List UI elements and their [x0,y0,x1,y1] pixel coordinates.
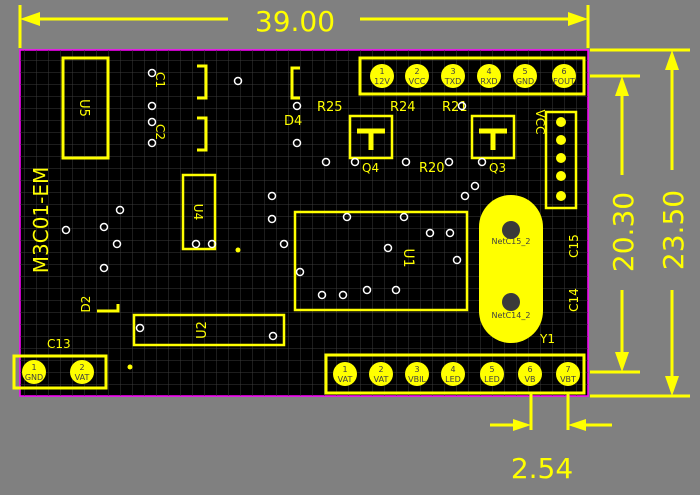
c15-label: C15 [567,234,581,258]
svg-text:1: 1 [379,67,384,76]
svg-text:6: 6 [527,365,532,374]
crystal-net-2: NetC14_2 [492,311,531,320]
svg-text:7: 7 [565,365,570,374]
svg-text:2: 2 [79,363,84,372]
vcc-header-outline [544,110,578,210]
u5-label: U5 [76,99,91,117]
svg-text:5: 5 [489,365,494,374]
dimension-height-outer [590,48,690,398]
vcc-label: VCC [533,110,547,135]
dimension-width-label: 39.00 [255,5,335,38]
svg-text:LED: LED [445,375,461,384]
d4-label: D4 [284,114,302,129]
q4-tab [357,128,385,150]
svg-text:2: 2 [414,67,419,76]
svg-text:VBT: VBT [560,375,576,384]
svg-text:6: 6 [561,67,566,76]
r25-label: R25 [317,100,343,115]
u1-label: U1 [400,248,416,267]
via-markers [61,68,487,341]
left-header-pins: 1 GND 2 VAT [22,360,94,384]
svg-text:RXD: RXD [480,77,497,86]
svg-text:12V: 12V [374,77,390,86]
y1-label: Y1 [539,332,555,346]
dimension-height-inner-label: 20.30 [607,192,640,272]
svg-text:4: 4 [450,365,455,374]
bottom-header-pin: 1 VAT [333,362,357,386]
q3-label: Q3 [489,161,506,175]
bottom-header-pin: 5 LED [480,362,504,386]
svg-text:VAT: VAT [338,375,353,384]
svg-text:GND: GND [516,77,534,86]
c2-label: C2 [153,124,167,140]
svg-text:VBIL: VBIL [408,375,426,384]
svg-text:1: 1 [31,363,36,372]
c1-c2-polarity-marks [197,64,300,152]
d2-mark [97,304,120,313]
svg-text:VAT: VAT [75,373,90,382]
left-header-pin: 1 GND [22,360,46,384]
u4-label: U4 [191,204,205,220]
bottom-header-pin: 4 LED [441,362,465,386]
bottom-header-pins: 1 VAT 2 VAT 3 VBIL 4 LED 5 LED 6 VB [333,362,580,386]
svg-text:LED: LED [484,375,500,384]
u2-outline [132,313,286,347]
c13-label: C13 [47,337,71,351]
svg-text:FOUT: FOUT [553,77,575,86]
q4-label: Q4 [362,161,379,175]
left-header-pin: 2 VAT [70,360,94,384]
svg-text:1: 1 [342,365,347,374]
dimension-width [18,5,590,48]
top-header-pin: 6 FOUT [552,64,576,88]
top-header-pin: 1 12V [370,64,394,88]
left-header-outline [12,354,108,390]
bottom-header-outline [324,353,586,395]
dimension-pitch-label: 2.54 [511,452,573,485]
top-header-pin: 5 GND [513,64,537,88]
crystal-body [479,195,543,343]
board-name-label: M3C01-EM [29,167,53,274]
svg-text:VCC: VCC [409,77,426,86]
r24-label: R24 [390,100,416,115]
vcc-header-pads [556,117,566,201]
top-header-outline [358,56,586,96]
d2-label: D2 [79,296,93,313]
dimension-height-inner [590,74,640,374]
svg-text:3: 3 [414,365,419,374]
top-header-pin: 2 VCC [405,64,429,88]
c1-label: C1 [153,72,167,88]
q3-tab [479,128,507,150]
svg-text:4: 4 [486,67,491,76]
r21-label: R21 [442,100,468,115]
q3-outline [470,114,516,160]
q4-outline [348,114,394,160]
dimension-height-outer-label: 23.50 [657,190,690,270]
svg-text:5: 5 [522,67,527,76]
bottom-header-pin: 3 VBIL [405,362,429,386]
svg-text:2: 2 [378,365,383,374]
svg-text:GND: GND [25,373,43,382]
bottom-header-pin: 2 VAT [369,362,393,386]
svg-text:VAT: VAT [374,375,389,384]
svg-text:3: 3 [450,67,455,76]
dimension-pitch [490,392,612,431]
u2-label: U2 [195,321,210,339]
bottom-header-pin: 7 VBT [556,362,580,386]
crystal-net-1: NetC15_2 [492,237,531,246]
bottom-header-pin: 6 VB [518,362,542,386]
svg-text:TXD: TXD [444,77,462,86]
u5-outline [61,56,110,160]
u1-outline [293,210,469,312]
top-header-pin: 4 RXD [477,64,501,88]
r20-label: R20 [419,161,445,176]
svg-text:VB: VB [525,375,536,384]
top-header-pin: 3 TXD [441,64,465,88]
solder-dots [127,247,241,370]
top-header-pins: 1 12V 2 VCC 3 TXD 4 RXD 5 GND 6 FOUT [370,64,576,88]
c14-label: C14 [567,288,581,312]
u4-outline [181,173,217,251]
